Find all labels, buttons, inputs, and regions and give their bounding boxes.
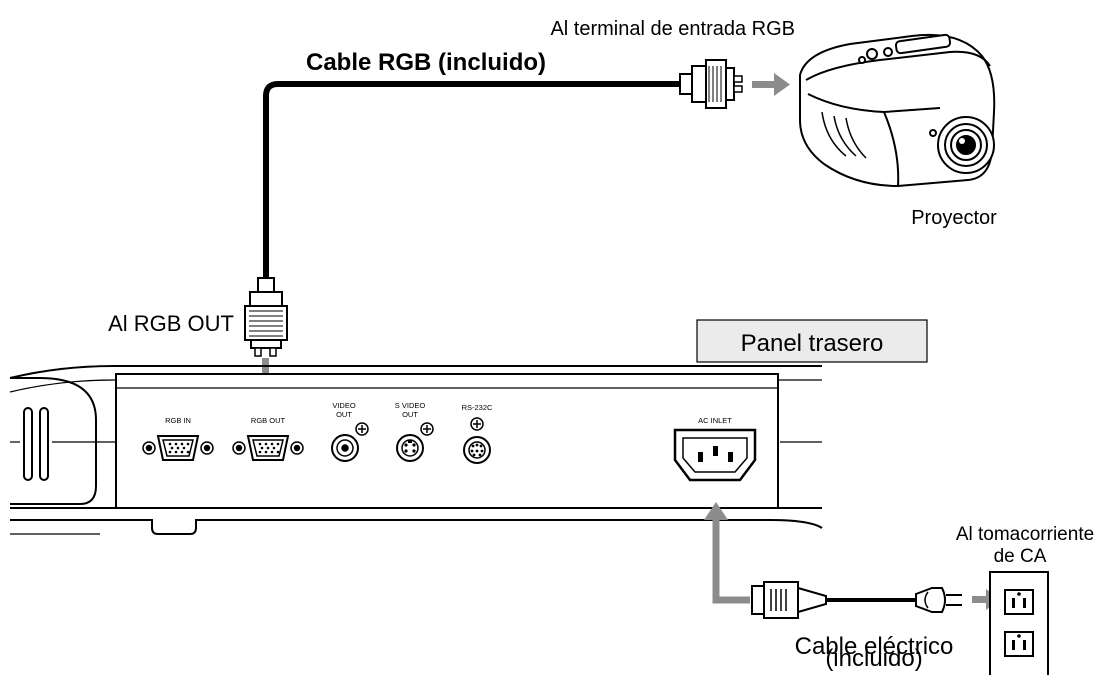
power-cable-label-2: (incluido) <box>825 645 922 672</box>
rgb-out-port-label: RGB OUT <box>251 416 286 425</box>
ac-inlet-port-label: AC INLET <box>698 416 732 425</box>
rgb-in-port-label: RGB IN <box>165 416 191 425</box>
wall-outlet <box>989 571 1049 675</box>
rgb-in-port <box>142 435 214 461</box>
rgb-cable-connector-rgb-out <box>244 277 288 357</box>
s-video-out-port <box>396 422 434 462</box>
power-cable-wall-plug <box>915 587 962 613</box>
rgb-out-port <box>232 435 304 461</box>
rgb-out-target-label: Al RGB OUT <box>108 311 234 336</box>
rgb-cable-label: Cable RGB (incluido) <box>306 49 546 76</box>
power-cable-inlet-plug <box>751 581 827 619</box>
video-out-port <box>331 422 369 462</box>
arrow-to-ac-inlet <box>704 502 750 604</box>
ac-outlet-label-1: Al tomacorriente <box>956 524 1094 545</box>
power-cable-label-1: Cable eléctrico <box>795 633 954 660</box>
rear-panel-label-box <box>696 319 928 363</box>
ac-outlet-label-2: de CA <box>994 546 1047 567</box>
projector <box>799 33 996 188</box>
rs232c-port <box>463 417 491 464</box>
projector-label: Proyector <box>911 207 997 229</box>
arrow-to-projector <box>752 73 790 96</box>
s-video-out-port-label-1: S VIDEO <box>395 401 426 410</box>
video-out-port-label-1: VIDEO <box>332 401 356 410</box>
rgb-cable-wire <box>263 81 680 280</box>
rgb-cable-connector-projector <box>679 59 743 109</box>
video-out-port-label-2: OUT <box>336 410 352 419</box>
ac-inlet-port <box>673 428 757 482</box>
main-unit <box>9 365 823 535</box>
rs232c-port-label: RS-232C <box>462 403 493 412</box>
s-video-out-port-label-2: OUT <box>402 410 418 419</box>
rgb-input-target-label: Al terminal de entrada RGB <box>550 18 795 40</box>
rear-panel-label: Panel trasero <box>741 330 884 357</box>
